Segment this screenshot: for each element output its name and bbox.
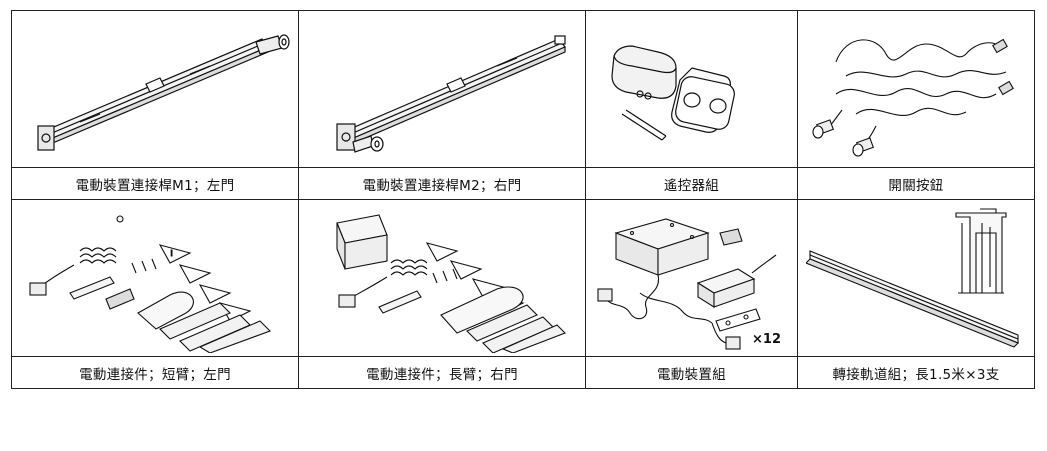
svg-text:!: ! xyxy=(170,249,173,258)
part-image-cell xyxy=(797,199,1035,357)
image-row-1 xyxy=(11,10,1035,168)
connector-short-arm-icon: ! xyxy=(29,215,271,353)
part-image-cell xyxy=(298,10,586,168)
part-image-cell: ! xyxy=(11,199,299,357)
switch-button-cable-icon xyxy=(812,38,1014,157)
part-caption: 電動連接件；長臂；右門 xyxy=(298,356,586,389)
quantity-label: ×12 xyxy=(752,332,781,347)
part-image-cell xyxy=(11,10,299,168)
connector-long-arm-icon xyxy=(336,214,566,353)
adapter-rail-icon xyxy=(806,208,1019,348)
caption-row-2: 電動連接件；短臂；左門 電動連接件；長臂；右門 電動裝置組 轉接軌道組；長1.5… xyxy=(11,356,1035,389)
parts-table-wrapper: 電動裝置連接桿M1；左門 電動裝置連接桿M2；右門 遙控器組 開關按鈕 ! xyxy=(11,10,1035,389)
motor-rod-left-icon xyxy=(37,34,290,151)
motor-rod-right-icon xyxy=(336,35,566,153)
part-caption: 電動連接件；短臂；左門 xyxy=(11,356,299,389)
part-image-cell xyxy=(298,199,586,357)
part-caption: 電動裝置組 xyxy=(585,356,798,389)
part-caption: 開關按鈕 xyxy=(797,167,1035,200)
part-image-cell: ×12 xyxy=(585,199,798,357)
parts-table: 電動裝置連接桿M1；左門 電動裝置連接桿M2；右門 遙控器組 開關按鈕 ! xyxy=(11,10,1035,389)
caption-row-1: 電動裝置連接桿M1；左門 電動裝置連接桿M2；右門 遙控器組 開關按鈕 xyxy=(11,167,1035,200)
power-unit-icon: ×12 xyxy=(596,218,781,350)
image-row-2: ! xyxy=(11,199,1035,357)
part-caption: 遙控器組 xyxy=(585,167,798,200)
part-image-cell xyxy=(585,10,798,168)
remote-control-icon xyxy=(610,45,735,141)
part-caption: 電動裝置連接桿M1；左門 xyxy=(11,167,299,200)
part-image-cell xyxy=(797,10,1035,168)
part-caption: 轉接軌道組；長1.5米×3支 xyxy=(797,356,1035,389)
part-caption: 電動裝置連接桿M2；右門 xyxy=(298,167,586,200)
